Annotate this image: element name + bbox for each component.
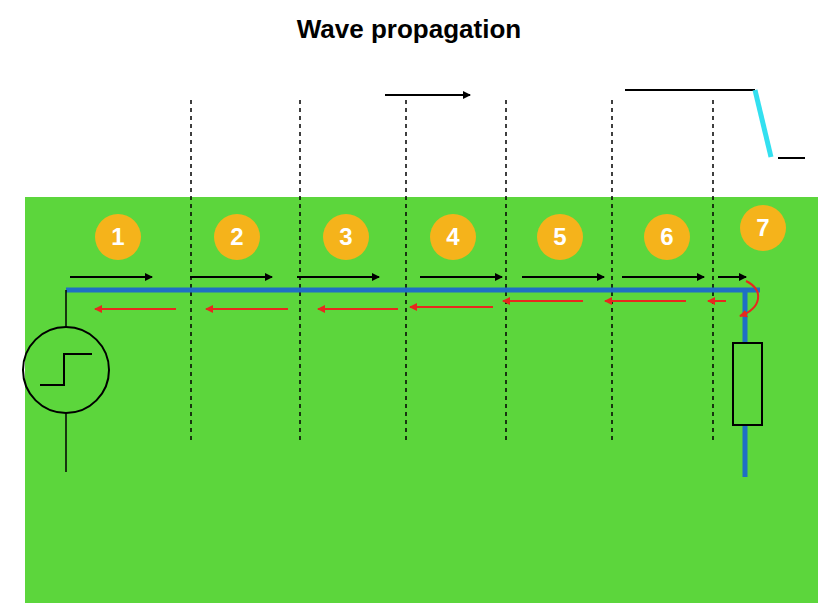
callout-number: 4	[446, 223, 459, 251]
callout-circle: 4	[430, 214, 476, 260]
step-source	[23, 290, 109, 472]
callout-number: 2	[230, 223, 243, 251]
direction-arrow	[385, 94, 470, 96]
callout-circle: 2	[214, 214, 260, 260]
callout-number: 3	[339, 223, 352, 251]
callout-circle: 5	[537, 214, 583, 260]
trace	[66, 290, 760, 477]
forward-arrows	[70, 276, 746, 278]
callout-number: 7	[756, 214, 769, 242]
section-lines	[191, 100, 713, 440]
callout-circle: 7	[740, 205, 786, 251]
diagram-title: Wave propagation	[0, 14, 818, 45]
step-waveform	[625, 90, 805, 158]
resistor-symbol	[733, 343, 762, 425]
callout-circle: 6	[644, 214, 690, 260]
callout-number: 1	[111, 223, 124, 251]
callout-number: 6	[660, 223, 673, 251]
callout-circle: 3	[323, 214, 369, 260]
callout-number: 5	[553, 223, 566, 251]
reflected-arrows	[95, 281, 758, 316]
board	[25, 197, 818, 603]
callout-circle: 1	[95, 214, 141, 260]
